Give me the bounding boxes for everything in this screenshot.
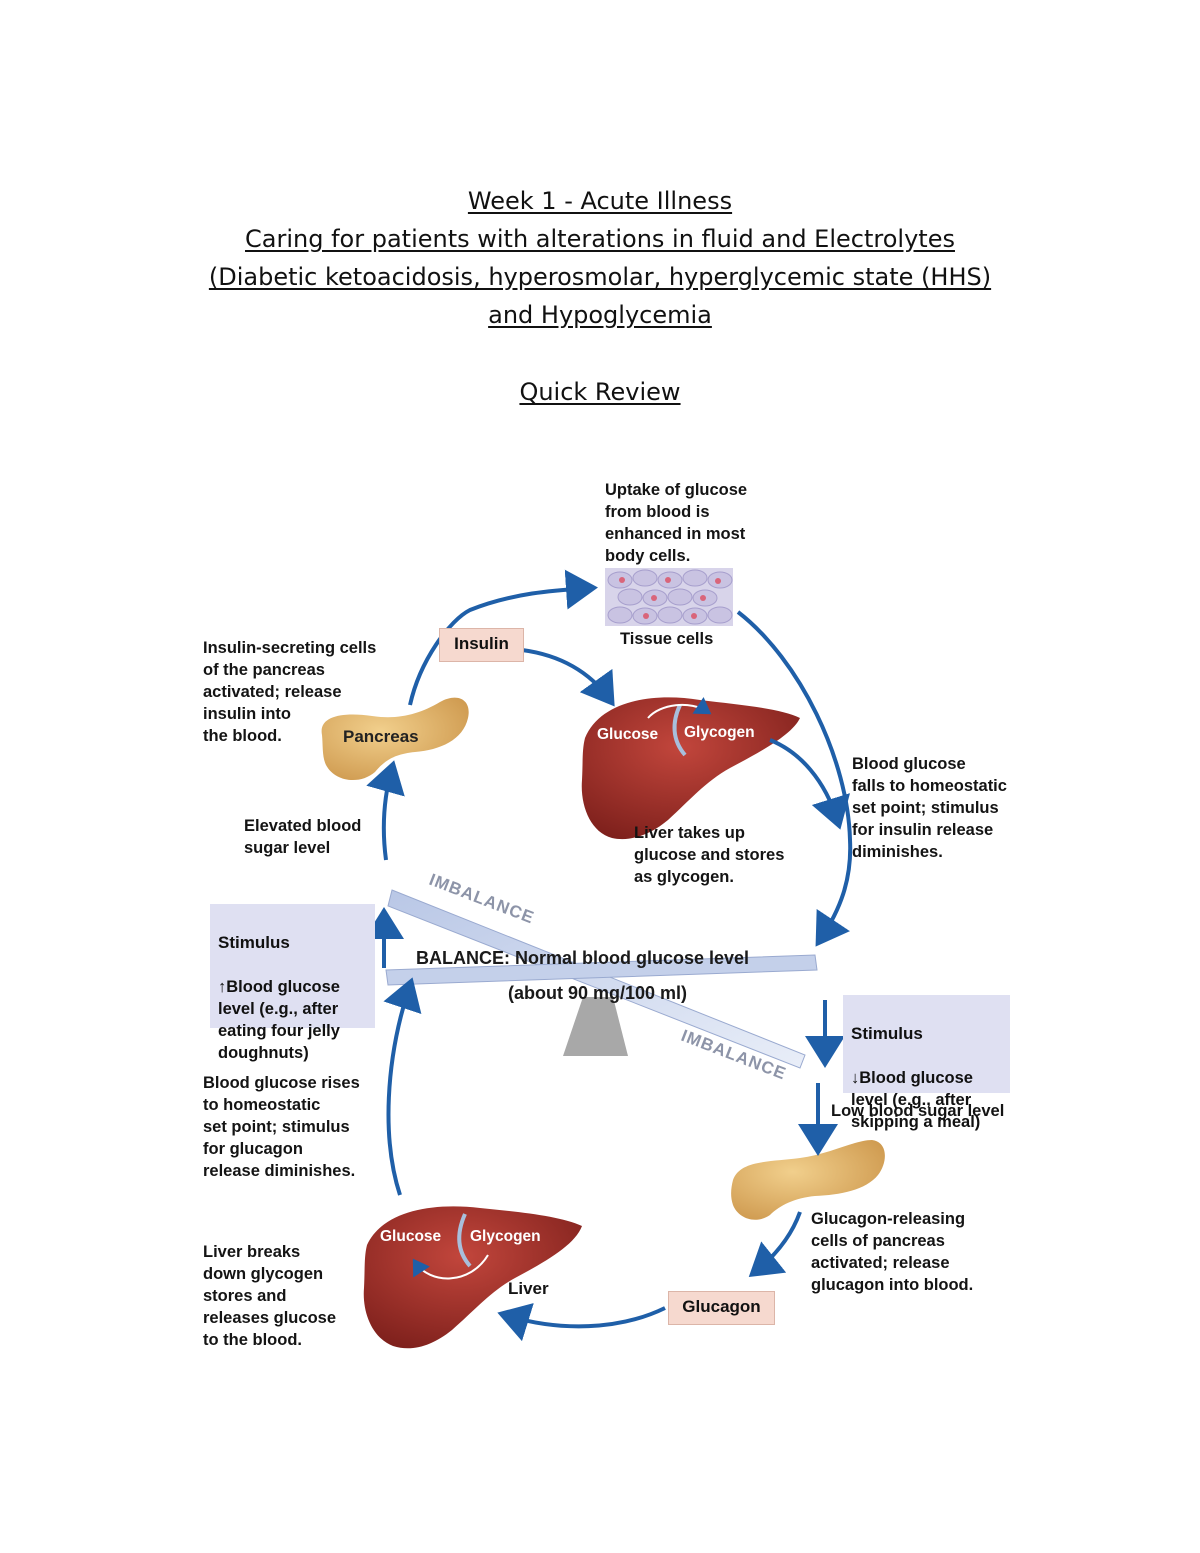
- pancreas-top-label: Pancreas: [343, 727, 419, 746]
- blood-glucose-falls-text: Blood glucose falls to homeostatic set p…: [852, 755, 1007, 861]
- balance-label: BALANCE: Normal blood glucose level: [416, 948, 749, 968]
- glycogen-top-label: Glycogen: [684, 724, 755, 741]
- uptake-glucose-text: Uptake of glucose from blood is enhanced…: [605, 481, 748, 565]
- pancreas-top-image: [321, 697, 469, 781]
- insulin-label: Insulin: [439, 628, 524, 662]
- stimulus-high-title: Stimulus: [218, 933, 290, 952]
- liver-top-image: [581, 697, 800, 840]
- insulin-secreting-cells-text: Insulin-secreting cells of the pancreas …: [203, 639, 377, 745]
- stimulus-low-text: ↓Blood glucose level (e.g., after skippi…: [851, 1069, 981, 1131]
- page-title-line-3: (Diabetic ketoacidosis, hyperosmolar, hy…: [208, 263, 992, 291]
- blood-glucose-rises-text: Blood glucose rises to homeostatic set p…: [203, 1074, 360, 1180]
- stimulus-low-box: Stimulus ↓Blood glucose level (e.g., aft…: [843, 995, 1010, 1131]
- glucose-bottom-label: Glucose: [380, 1228, 442, 1245]
- stimulus-low-title: Stimulus: [851, 1024, 923, 1043]
- tissue-cells-label: Tissue cells: [620, 630, 714, 648]
- liver-breaks-down-text: Liver breaks down glycogen stores and re…: [203, 1243, 336, 1349]
- balance-seesaw: [385, 889, 818, 1069]
- page-title-line-2: Caring for patients with alterations in …: [245, 225, 955, 253]
- page-subtitle: Quick Review: [519, 378, 681, 406]
- pancreas-bottom-image: [731, 1140, 885, 1220]
- page-title-line-4: and Hypoglycemia: [488, 301, 712, 329]
- page-title-line-1: Week 1 - Acute Illness: [467, 187, 733, 215]
- low-blood-sugar-text: Low blood sugar level: [831, 1102, 1005, 1120]
- glucose-top-label: Glucose: [597, 726, 659, 743]
- elevated-blood-sugar-text: Elevated blood sugar level: [244, 817, 362, 857]
- glucagon-label: Glucagon: [668, 1291, 775, 1325]
- glucagon-releasing-cells-text: Glucagon-releasing cells of pancreas act…: [811, 1210, 974, 1294]
- stimulus-high-box: Stimulus ↑Blood glucose level (e.g., aft…: [210, 904, 375, 1062]
- feedback-arrows: [364, 569, 853, 1342]
- liver-bottom-image: [363, 1206, 582, 1349]
- stimulus-high-text: ↑Blood glucose level (e.g., after eating…: [218, 978, 340, 1062]
- tissue-cells-image: [605, 568, 733, 626]
- liver-label: Liver: [508, 1279, 549, 1298]
- glycogen-bottom-label: Glycogen: [470, 1228, 541, 1245]
- liver-takes-up-text: Liver takes up glucose and stores as gly…: [634, 824, 785, 886]
- balance-value-label: (about 90 mg/100 ml): [508, 983, 687, 1003]
